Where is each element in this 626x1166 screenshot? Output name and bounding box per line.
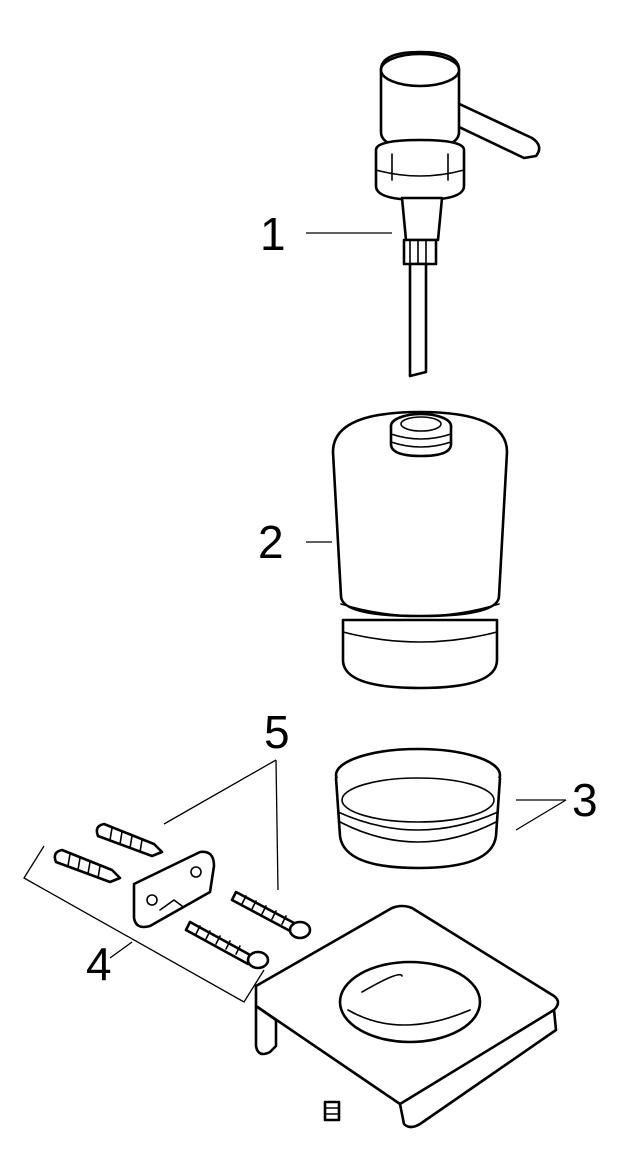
callout-4: 4 [86, 938, 112, 990]
seal-ring [334, 747, 502, 870]
wall-plugs [53, 822, 164, 884]
callout-5: 5 [264, 706, 290, 758]
callout-1: 1 [260, 208, 286, 260]
leader-5 [163, 759, 279, 891]
leader-3 [515, 799, 567, 831]
mounting-bracket [132, 850, 216, 929]
leader-4 [23, 845, 265, 1003]
callout-2: 2 [258, 516, 284, 568]
set-screw [323, 1100, 341, 1122]
screws [184, 890, 312, 970]
pump-assembly [374, 50, 541, 378]
soap-container [331, 410, 509, 690]
wall-holder [254, 904, 560, 1129]
callout-3: 3 [572, 774, 598, 826]
